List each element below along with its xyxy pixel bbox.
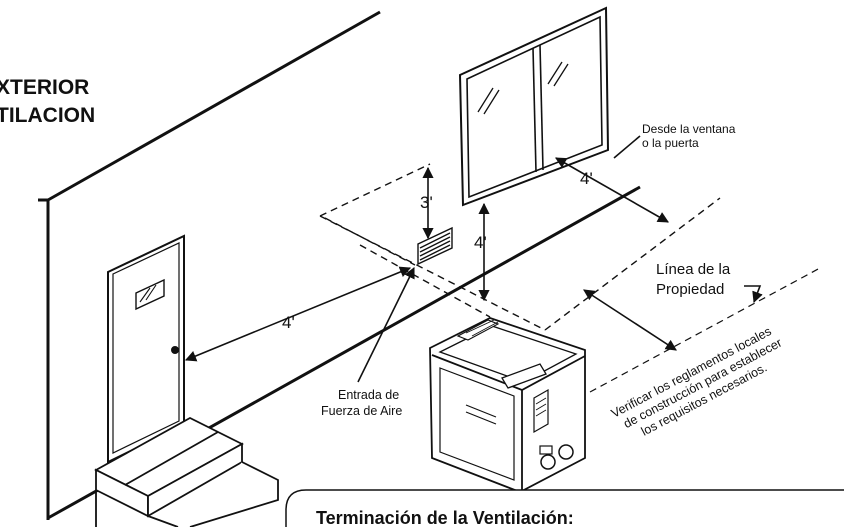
dim-arrow-4ft-window [555, 157, 669, 223]
property-line-pointer [744, 285, 763, 304]
intake-label-line-2: Fuerza de Aire [321, 404, 402, 418]
heading-line-1: XTERIOR [0, 76, 89, 99]
dim-label-4ft-door: 4' [282, 313, 295, 332]
codes-note-line-2: de construcción para establecer [621, 336, 784, 432]
door-knob-icon [171, 346, 179, 354]
window-leader-line [613, 135, 641, 159]
intake-label-line-1: Entrada de [338, 388, 399, 402]
vent-grille-icon [417, 226, 453, 266]
intake-pointer-arrow [357, 266, 415, 383]
property-line [589, 267, 821, 393]
dimension-arrows [184, 135, 763, 383]
dim-arrow-property [583, 289, 677, 351]
door-steps [94, 416, 279, 527]
ventilation-panel [285, 489, 844, 527]
window-note-line-2: o la puerta [642, 136, 699, 150]
window [458, 6, 610, 207]
heading-line-2: TILACION [0, 104, 95, 127]
clearance-zone [319, 163, 721, 331]
dim-arrow-4ft-door [184, 266, 412, 362]
dim-label-3ft: 3' [420, 193, 433, 212]
pool-heater [429, 317, 586, 493]
door [107, 234, 185, 464]
codes-note: Verificar los reglamentos locales de con… [609, 324, 784, 439]
panel-title: Terminación de la Ventilación: [316, 508, 574, 527]
property-line-label-1: Línea de la [656, 261, 731, 278]
window-note-line-1: Desde la ventana [642, 122, 736, 136]
dim-label-4ft-vertical: 4' [474, 233, 487, 252]
dim-label-4ft-window: 4' [580, 169, 593, 188]
property-line-label-2: Propiedad [656, 281, 724, 298]
